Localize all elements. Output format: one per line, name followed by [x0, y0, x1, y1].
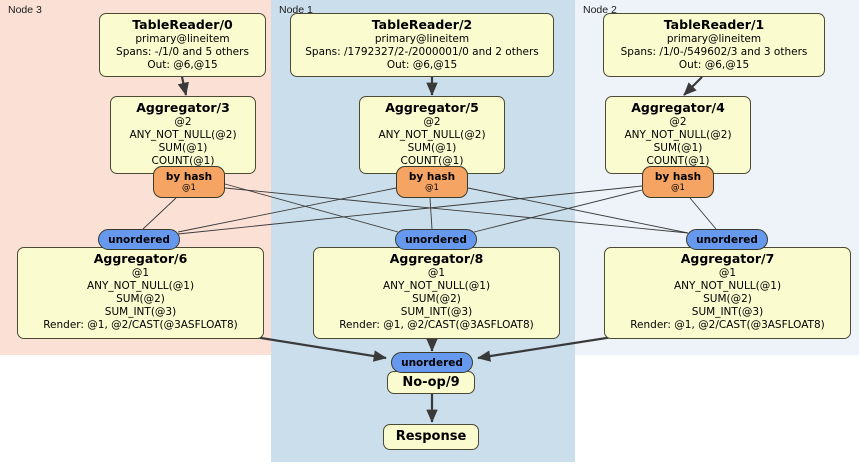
synchronizer-unordered8[interactable]: unordered — [395, 229, 477, 250]
processor-detail-line: ANY_NOT_NULL(@1) — [673, 280, 782, 292]
processor-title: TableReader/2 — [371, 17, 473, 32]
processor-detail-line: SUM_INT(@3) — [691, 306, 764, 318]
processor-detail-line: SUM_INT(@3) — [400, 306, 473, 318]
hash-router-label: by hash — [408, 171, 456, 183]
synchronizer-unordered7[interactable]: unordered — [686, 229, 768, 250]
processor-detail-line: COUNT(@1) — [151, 155, 215, 167]
processor-detail-line: SUM(@2) — [703, 293, 752, 305]
processor-detail-line: ANY_NOT_NULL(@1) — [86, 280, 195, 292]
processor-detail-line: Spans: /1/0-/549602/3 and 3 others — [620, 46, 808, 58]
processor-detail-line: @1 — [718, 267, 737, 279]
processor-detail-line: SUM_INT(@3) — [104, 306, 177, 318]
processor-detail-line: SUM(@2) — [116, 293, 165, 305]
hash-router-label: by hash — [654, 171, 702, 183]
processor-noop9[interactable]: No-op/9 — [387, 371, 475, 394]
processor-title: Aggregator/8 — [389, 251, 484, 266]
processor-detail-line: SUM(@1) — [407, 142, 457, 154]
processor-title: Aggregator/5 — [385, 100, 479, 115]
processor-detail-line: SUM(@1) — [653, 142, 703, 154]
hash-router-hash5[interactable]: by hash@1 — [396, 166, 468, 198]
hash-router-column: @1 — [425, 183, 439, 193]
synchronizer-label: unordered — [405, 233, 467, 246]
processor-detail-line: SUM(@2) — [412, 293, 461, 305]
processor-detail-line: Out: @6,@15 — [147, 59, 218, 71]
hash-router-label: by hash — [165, 171, 213, 183]
processor-detail-line: primary@lineitem — [666, 33, 762, 45]
processor-title: TableReader/1 — [663, 17, 765, 32]
hash-router-column: @1 — [671, 183, 685, 193]
hash-router-hash3[interactable]: by hash@1 — [153, 166, 225, 198]
synchronizer-label: unordered — [401, 356, 463, 369]
processor-detail-line: COUNT(@1) — [400, 155, 464, 167]
processor-detail-line: ANY_NOT_NULL(@2) — [378, 129, 486, 141]
processor-detail-line: Out: @6,@15 — [386, 59, 458, 71]
processor-detail-line: @2 — [174, 116, 192, 128]
processor-detail-line: @2 — [669, 116, 687, 128]
processor-detail-line: Render: @1, @2/CAST(@3ASFLOAT8) — [339, 319, 534, 331]
processor-title: Aggregator/3 — [136, 100, 230, 115]
processor-detail-line: primary@lineitem — [135, 33, 230, 45]
processor-title: Aggregator/4 — [631, 100, 725, 115]
hash-router-column: @1 — [182, 183, 196, 193]
processor-detail-line: COUNT(@1) — [646, 155, 710, 167]
processor-title: Response — [395, 429, 467, 444]
processor-title: TableReader/0 — [132, 17, 233, 32]
processor-detail-line: Spans: -/1/0 and 5 others — [116, 46, 249, 58]
processor-title: Aggregator/7 — [680, 251, 775, 266]
synchronizer-unordered-final[interactable]: unordered — [391, 352, 473, 373]
processor-detail-line: Render: @1, @2/CAST(@3ASFLOAT8) — [630, 319, 825, 331]
synchronizer-unordered6[interactable]: unordered — [98, 229, 180, 250]
synchronizer-label: unordered — [108, 233, 170, 246]
processor-detail-line: Spans: /1792327/2-/2000001/0 and 2 other… — [305, 46, 539, 58]
processor-detail-line: Render: @1, @2/CAST(@3ASFLOAT8) — [43, 319, 238, 331]
processor-detail-line: @2 — [423, 116, 441, 128]
hash-router-hash4[interactable]: by hash@1 — [642, 166, 714, 198]
processor-title: No-op/9 — [402, 374, 460, 390]
processor-detail-line: SUM(@1) — [158, 142, 208, 154]
processor-detail-line: Out: @6,@15 — [678, 59, 750, 71]
processor-response[interactable]: Response — [383, 424, 479, 450]
processor-detail-line: ANY_NOT_NULL(@2) — [129, 129, 237, 141]
processor-detail-line: @1 — [427, 267, 446, 279]
processor-detail-line: ANY_NOT_NULL(@2) — [624, 129, 732, 141]
synchronizer-label: unordered — [696, 233, 758, 246]
processor-detail-line: ANY_NOT_NULL(@1) — [382, 280, 491, 292]
processor-detail-line: primary@lineitem — [374, 33, 470, 45]
processor-title: Aggregator/6 — [93, 251, 188, 266]
processor-detail-line: @1 — [131, 267, 150, 279]
region-label-node3: Node 3 — [8, 4, 42, 16]
